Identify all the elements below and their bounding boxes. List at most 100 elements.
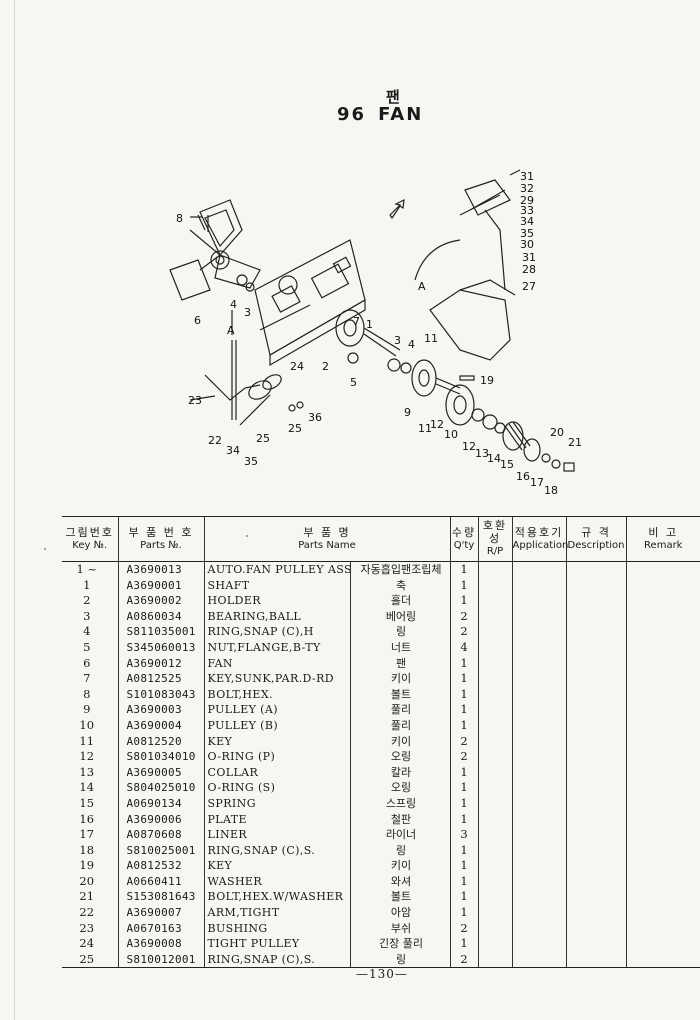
callout-18: 18: [544, 484, 558, 497]
row-part-name: PLATE: [203, 811, 350, 828]
callout-25b: 25: [288, 422, 302, 435]
row-remark: [625, 873, 700, 890]
row-remark: [625, 920, 700, 937]
scan-speck: [246, 535, 248, 537]
callout-a-right: A: [418, 280, 426, 293]
row-part-name-korean: 라이너: [349, 827, 451, 843]
row-part-name-korean: 철판: [349, 811, 451, 828]
section-number: 96: [337, 104, 367, 125]
callout-25: 25: [256, 432, 270, 445]
row-description: [565, 624, 627, 640]
row-key: 19: [79, 858, 95, 873]
callout-15: 15: [500, 458, 514, 471]
row-application: [511, 686, 567, 703]
callout-31b: 31: [522, 251, 536, 264]
row-description: [565, 811, 627, 828]
row-rp: [477, 873, 513, 890]
row-qty: 1: [449, 795, 479, 812]
row-description: [565, 936, 627, 952]
row-part-name-korean: 링: [349, 624, 451, 640]
row-application: [511, 655, 567, 672]
row-part-name-korean: 키이: [349, 671, 451, 687]
row-part-number: A0812532: [117, 858, 204, 874]
callout-8: 8: [176, 212, 183, 225]
row-qty: 1: [449, 671, 479, 687]
row-key: 12: [79, 749, 95, 764]
section-title-korean: 팬: [386, 88, 400, 106]
row-remark: [625, 733, 700, 750]
row-qty: 2: [449, 733, 479, 750]
row-key: 14: [79, 780, 95, 795]
callout-36: 36: [308, 411, 322, 424]
row-remark: [625, 827, 700, 843]
row-qty: 2: [449, 749, 479, 765]
row-remark: [625, 764, 700, 781]
row-description: [565, 608, 627, 625]
row-remark: [625, 624, 700, 640]
row-part-number: A3690012: [117, 655, 204, 672]
row-remark: [625, 889, 700, 906]
row-description: [565, 702, 627, 718]
row-qty: 3: [449, 827, 479, 843]
row-rp: [477, 842, 513, 859]
callout-20: 20: [550, 426, 564, 439]
row-part-name: RING,SNAP (C),H: [203, 624, 350, 640]
row-application: [511, 780, 567, 796]
row-key: 1 ~: [76, 562, 98, 576]
row-description: [565, 655, 627, 672]
row-part-name: KEY: [203, 858, 350, 874]
row-rp: [477, 608, 513, 625]
row-key: 6: [83, 655, 91, 670]
row-part-name: KEY: [203, 733, 350, 750]
callout-32: 32: [520, 182, 534, 195]
row-application: [511, 795, 567, 812]
scan-speck: [44, 548, 46, 550]
row-remark: [625, 561, 700, 578]
row-application: [511, 593, 567, 609]
row-key: 16: [79, 811, 95, 826]
row-description: [565, 858, 627, 874]
row-description: [565, 827, 627, 843]
row-key: 24: [79, 936, 95, 951]
row-application: [511, 889, 567, 906]
row-qty: 2: [449, 624, 479, 640]
row-part-number: A3690004: [117, 717, 204, 734]
row-description: [565, 577, 627, 594]
row-rp: [477, 624, 513, 640]
row-part-name: BUSHING: [203, 920, 350, 937]
row-rp: [477, 936, 513, 952]
row-description: [565, 920, 627, 937]
row-qty: 2: [449, 608, 479, 625]
row-rp: [477, 577, 513, 594]
row-part-name-korean: 긴장 풀리: [349, 936, 451, 952]
row-application: [511, 608, 567, 625]
row-part-number: A0870608: [117, 827, 204, 843]
row-description: [565, 764, 627, 781]
row-remark: [625, 858, 700, 874]
row-description: [565, 905, 627, 921]
row-key: 17: [79, 827, 95, 842]
row-part-name-korean: 아암: [349, 905, 451, 921]
row-key: 11: [79, 733, 95, 748]
row-remark: [625, 608, 700, 625]
row-application: [511, 811, 567, 828]
row-part-name: KEY,SUNK,PAR.D-RD: [203, 671, 350, 687]
row-part-number: A3690006: [117, 811, 204, 828]
row-application: [511, 749, 567, 765]
row-key: 25: [62, 951, 118, 969]
row-part-name-korean: 와셔: [349, 873, 451, 890]
page-number: —130—: [356, 967, 408, 981]
row-description: [565, 951, 627, 969]
row-part-name: RING,SNAP (C),S.: [203, 951, 350, 969]
row-qty: 1: [449, 780, 479, 796]
callout-35b: 35: [520, 227, 534, 240]
